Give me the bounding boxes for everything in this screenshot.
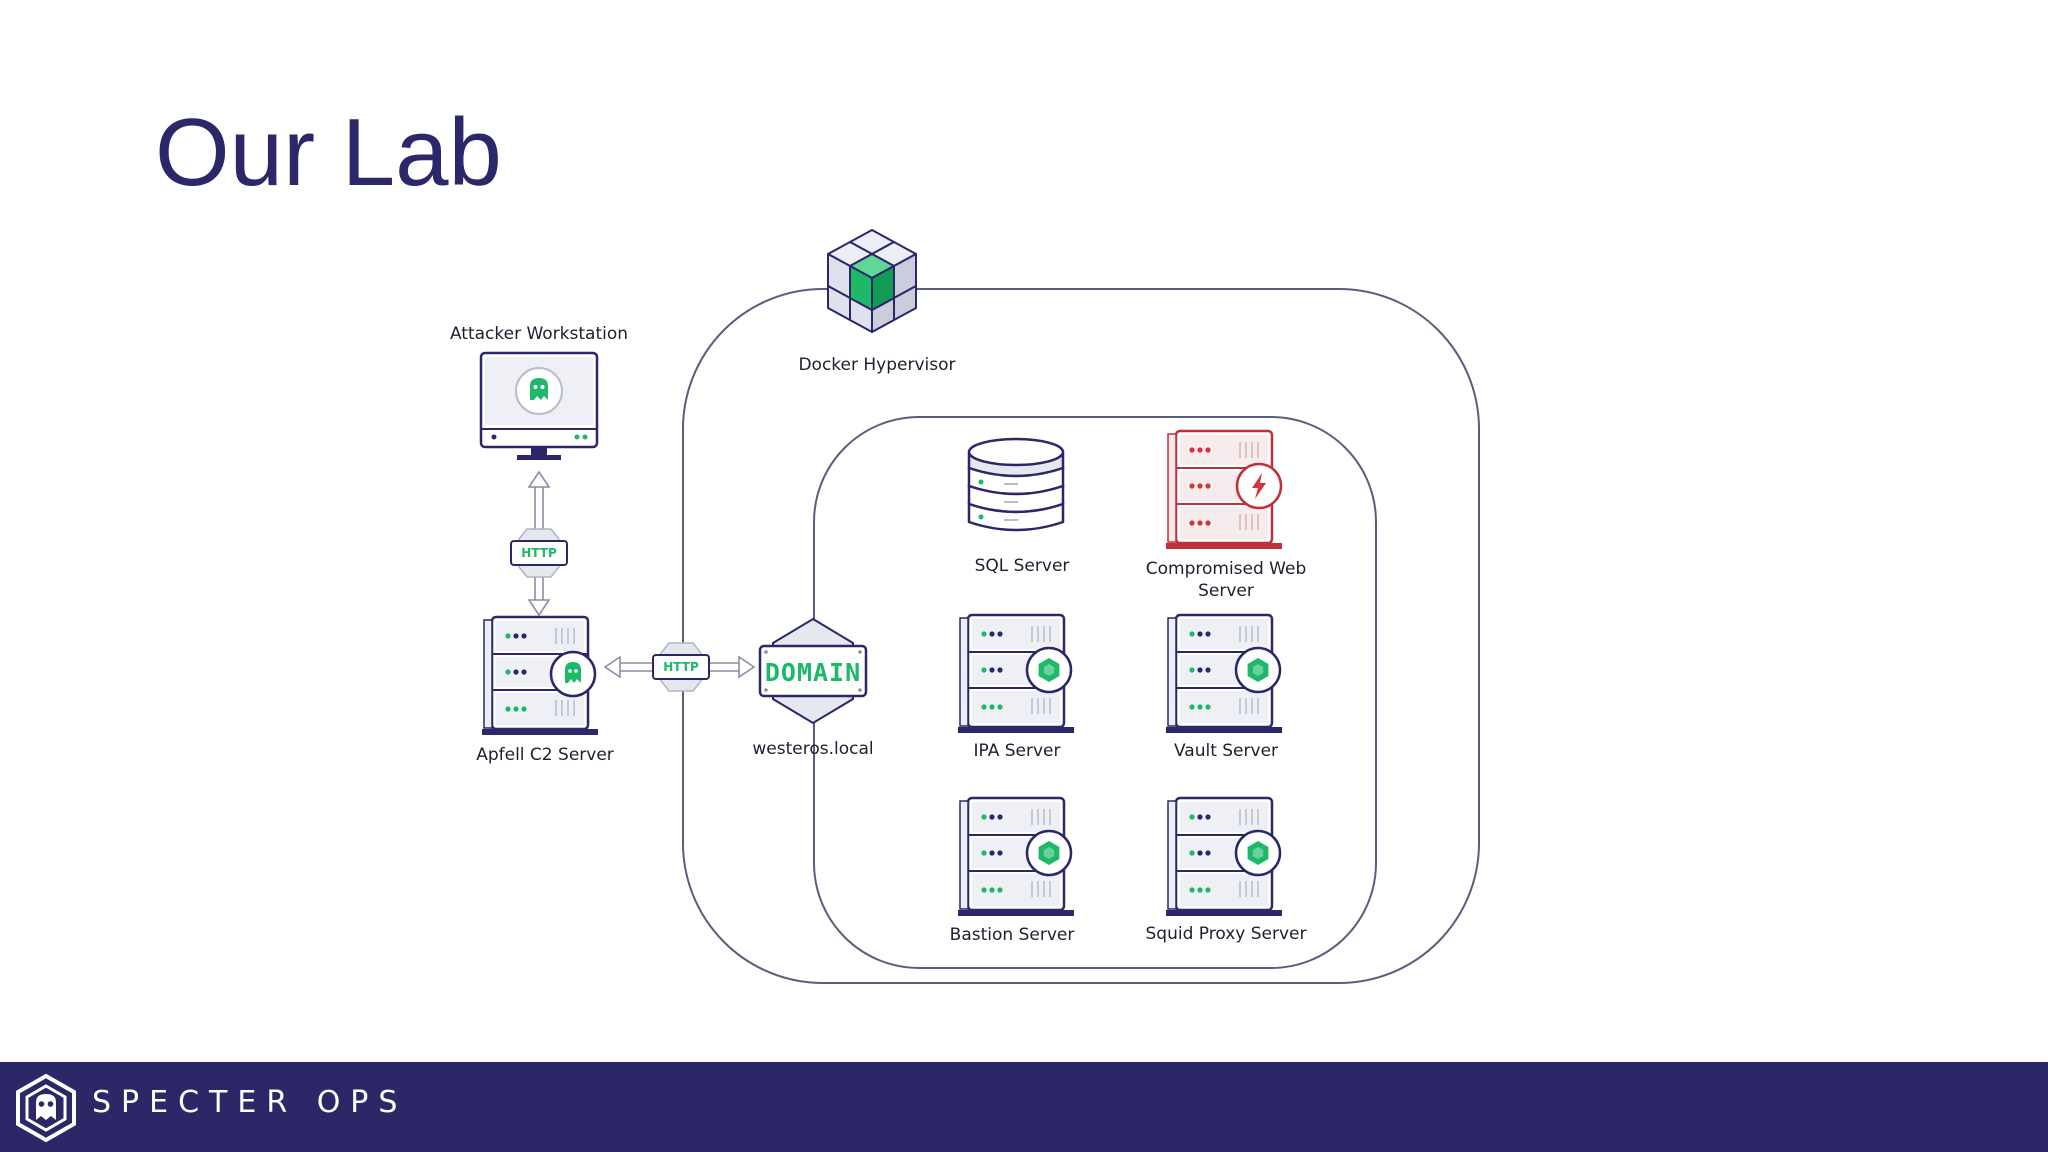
specter-ops-logo-icon — [16, 1073, 76, 1143]
http-link-horizontal-label: HTTP — [663, 660, 699, 674]
apfell-c2-label: Apfell C2 Server — [476, 745, 614, 765]
server-hexagon-icon — [1164, 796, 1284, 918]
monitor-ghost-icon — [479, 351, 599, 460]
server-hexagon-icon — [956, 796, 1076, 918]
bastion-server-label: Bastion Server — [950, 925, 1075, 945]
server-lightning-icon — [1166, 429, 1283, 549]
domain-boundary — [813, 416, 1377, 969]
server-ghost-icon — [480, 615, 600, 737]
lab-diagram: Docker Hypervisor Attacker Workstation H… — [450, 229, 1480, 984]
ipa-server-label: IPA Server — [974, 741, 1061, 761]
server-hexagon-icon — [956, 613, 1076, 735]
slide-title: Our Lab — [155, 99, 502, 206]
brand-name: SPECTER OPS — [92, 1085, 408, 1120]
compromised-web-label-line2: Server — [1198, 581, 1254, 601]
squid-proxy-label: Squid Proxy Server — [1146, 924, 1307, 944]
http-link-horizontal — [603, 642, 756, 692]
attacker-workstation-label: Attacker Workstation — [450, 324, 628, 344]
cube-cluster-icon — [827, 229, 917, 333]
http-link-vertical — [510, 470, 568, 617]
domain-badge-icon — [758, 617, 868, 725]
sql-server-label: SQL Server — [975, 556, 1070, 576]
domain-name-label: westeros.local — [752, 739, 873, 759]
footer-bar: SPECTER OPS — [0, 1062, 2048, 1152]
server-hexagon-icon — [1164, 613, 1284, 735]
docker-hypervisor-boundary — [682, 288, 1480, 984]
compromised-web-label-line1: Compromised Web — [1146, 559, 1307, 579]
database-icon — [967, 437, 1065, 532]
domain-badge-text: DOMAIN — [765, 658, 861, 687]
docker-hypervisor-label: Docker Hypervisor — [798, 355, 955, 375]
vault-server-label: Vault Server — [1174, 741, 1278, 761]
http-link-vertical-label: HTTP — [521, 546, 557, 560]
